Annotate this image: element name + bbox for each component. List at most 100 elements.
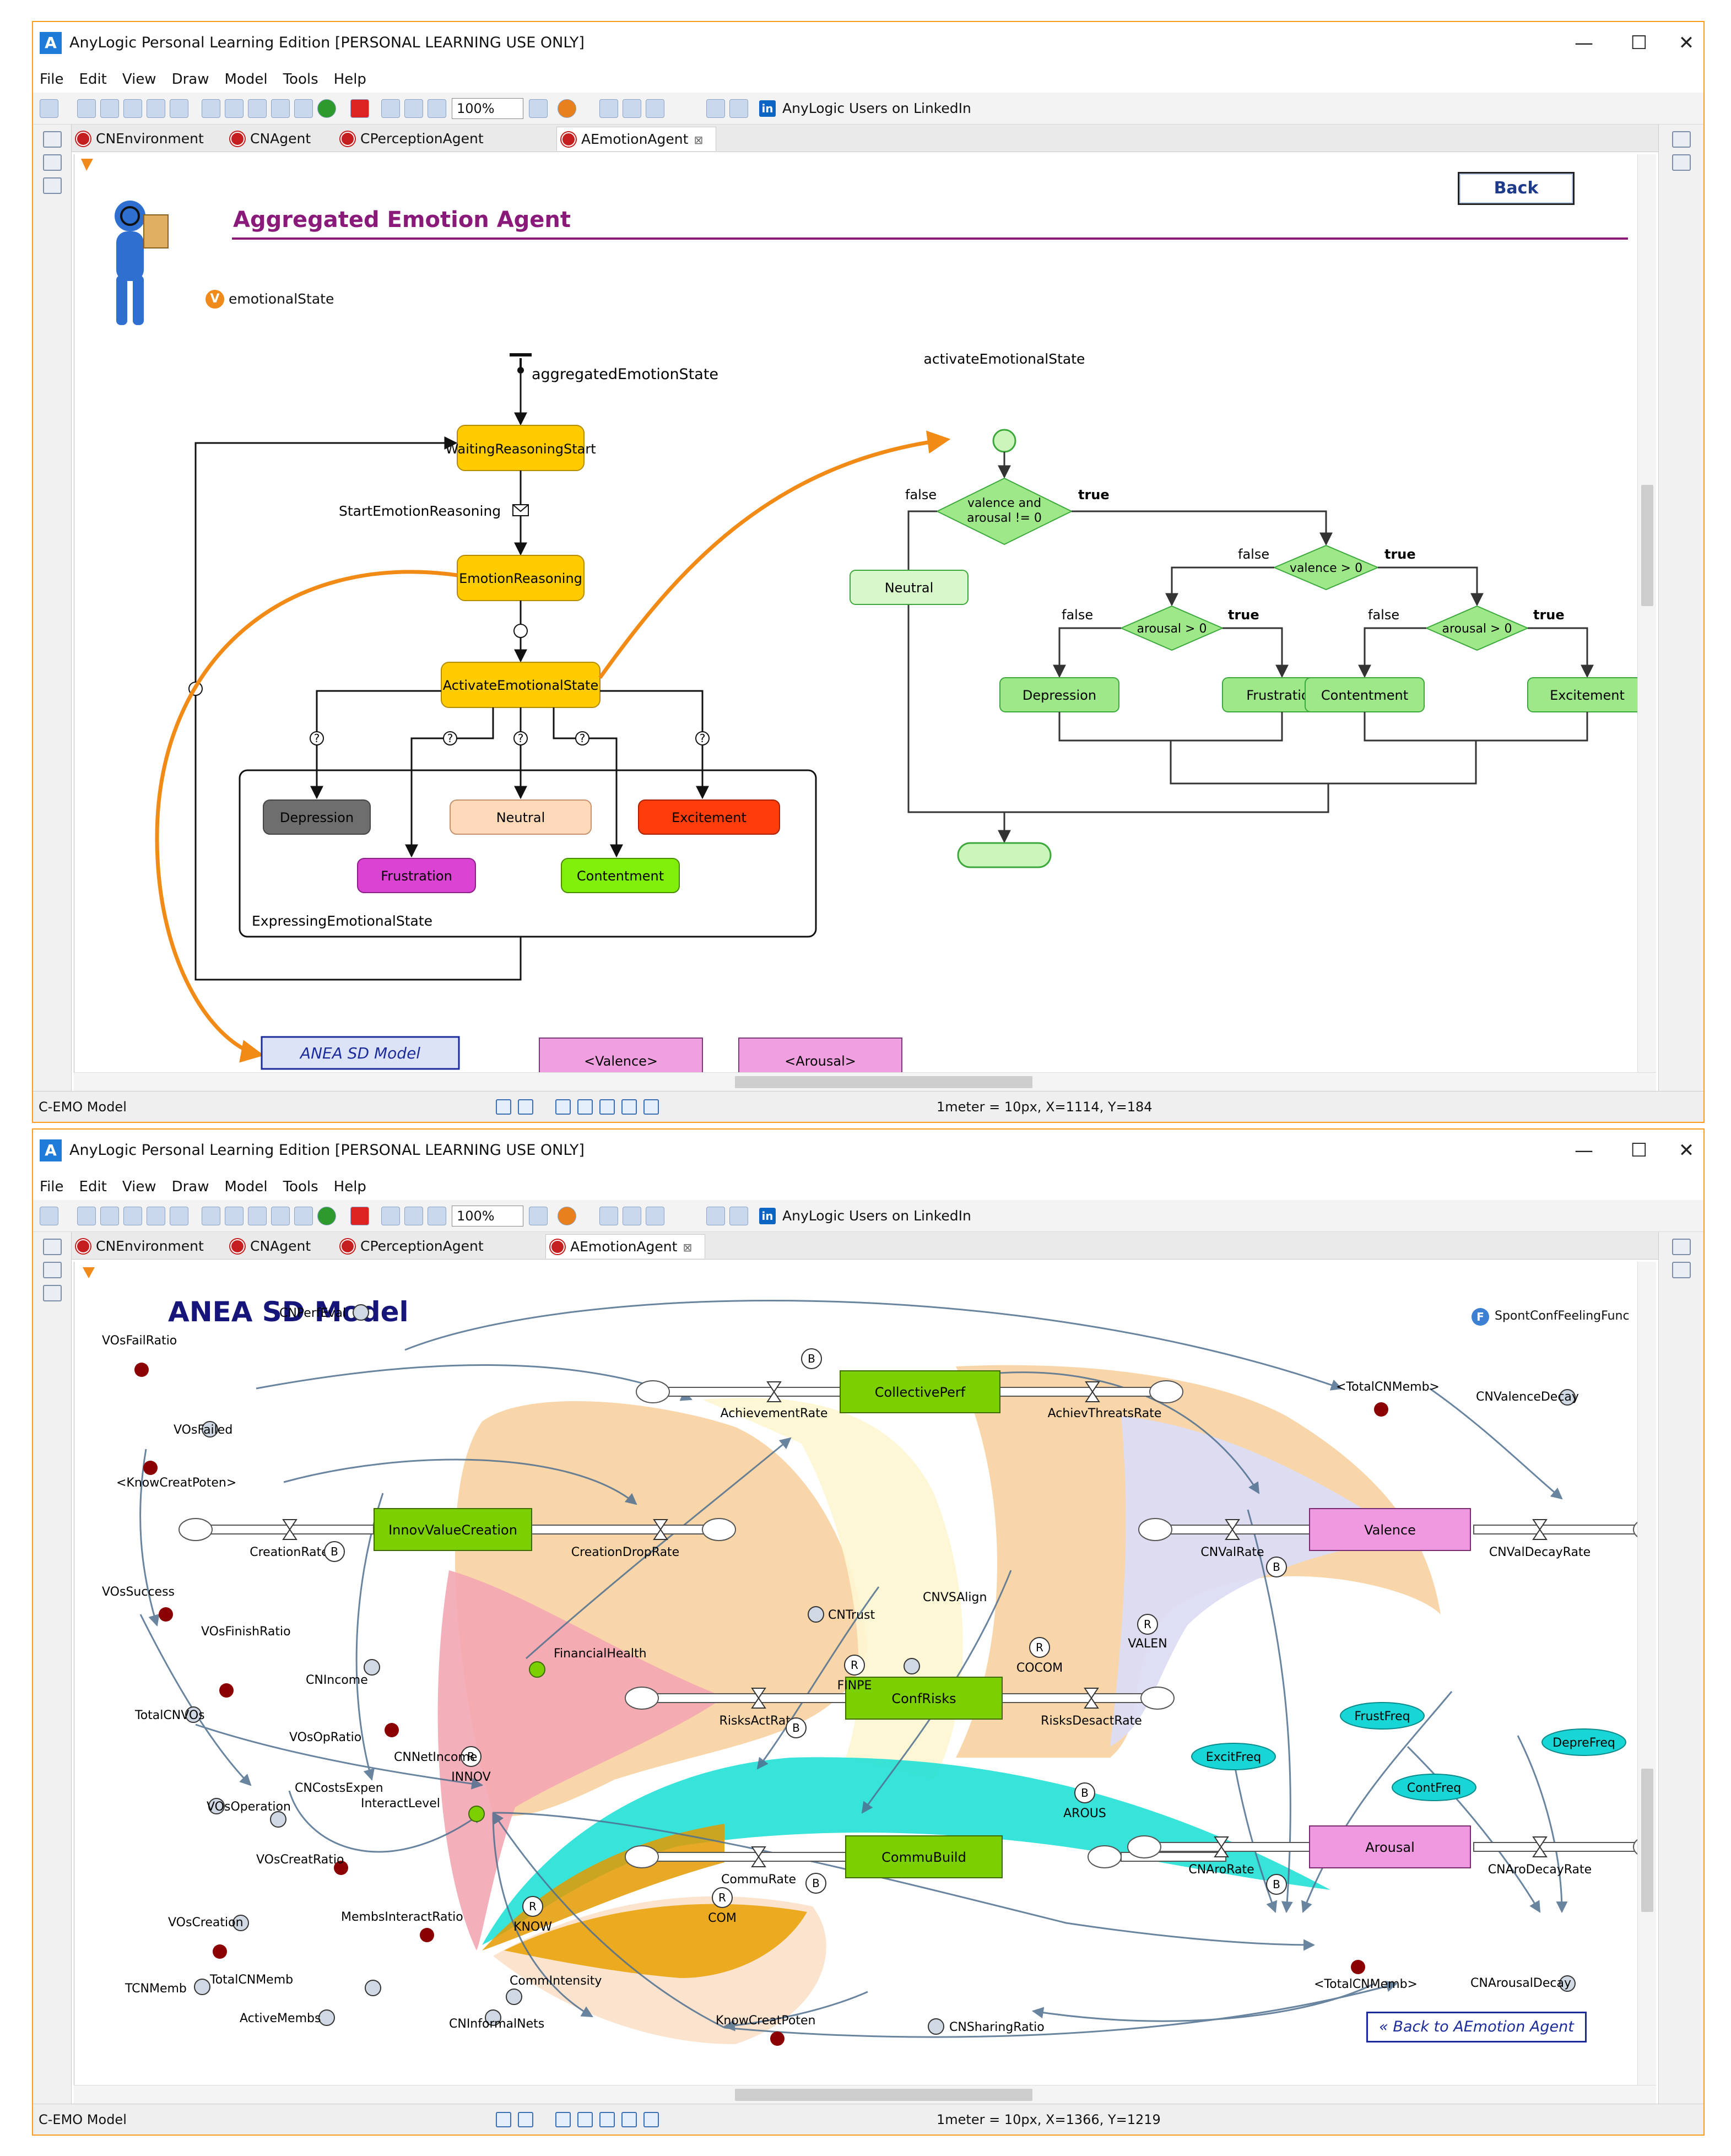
zoom-select[interactable]: 100% [452, 1206, 523, 1226]
undo-icon[interactable] [170, 99, 188, 118]
zoom-icon[interactable] [529, 99, 548, 118]
status-fill-icon[interactable] [577, 1099, 593, 1115]
minimize-button[interactable]: — [1575, 1139, 1593, 1161]
tab-aemotionagent[interactable]: AEmotionAgent⊠ [545, 1234, 705, 1258]
layers-icon[interactable] [646, 99, 664, 118]
zoom-select[interactable]: 100% [452, 98, 523, 119]
save-icon[interactable] [100, 99, 119, 118]
close-button[interactable]: ✕ [1678, 32, 1695, 54]
stock-valence[interactable] [1309, 1508, 1471, 1551]
build-icon[interactable] [147, 1207, 165, 1225]
menu-file[interactable]: File [40, 1179, 64, 1195]
paste-icon[interactable] [248, 1207, 267, 1225]
status-console-icon[interactable] [496, 1099, 511, 1115]
tab-cnagent[interactable]: CNAgent [226, 1234, 336, 1258]
arousal-reference[interactable] [738, 1038, 902, 1072]
tab-close-icon[interactable]: ⊠ [694, 133, 704, 147]
decision-valence-arousal[interactable] [935, 477, 1073, 545]
restore-icon[interactable] [43, 131, 62, 148]
horizontal-scrollbar[interactable] [74, 2085, 1656, 2104]
projects-icon[interactable] [43, 1262, 62, 1278]
restore-icon[interactable] [1672, 131, 1691, 148]
vertical-scrollbar[interactable] [1637, 154, 1656, 1072]
palette-icon[interactable] [558, 1207, 576, 1225]
library-icon[interactable] [729, 1207, 748, 1225]
state-contentment[interactable] [561, 858, 680, 893]
status-select-icon[interactable] [555, 2112, 571, 2127]
linkedin-link[interactable]: AnyLogic Users on LinkedIn [782, 1208, 971, 1224]
layers-icon[interactable] [646, 1207, 664, 1225]
snap-icon[interactable] [623, 99, 641, 118]
zoom-icon[interactable] [529, 1207, 548, 1225]
menu-help[interactable]: Help [333, 1179, 366, 1195]
copy-icon[interactable] [225, 1207, 244, 1225]
menu-tools[interactable]: Tools [283, 1179, 318, 1195]
back-to-aemotion-agent-link[interactable]: « Back to AEmotion Agent [1366, 2012, 1587, 2042]
maximize-button[interactable]: ☐ [1630, 32, 1648, 54]
vertical-scroll-thumb[interactable] [1641, 485, 1653, 606]
menu-file[interactable]: File [40, 71, 64, 88]
linkedin-link[interactable]: AnyLogic Users on LinkedIn [782, 100, 971, 116]
decision-valence[interactable] [1273, 544, 1380, 591]
menu-model[interactable]: Model [224, 71, 268, 88]
library-icon[interactable] [729, 99, 748, 118]
decision-arousal-left[interactable] [1119, 605, 1224, 651]
menu-draw[interactable]: Draw [171, 71, 209, 88]
menu-model[interactable]: Model [224, 1179, 268, 1195]
delete-icon[interactable] [271, 1207, 290, 1225]
tab-cnagent[interactable]: CNAgent [226, 127, 336, 151]
properties-icon[interactable] [1672, 1262, 1691, 1278]
build-icon[interactable] [147, 99, 165, 118]
wizard-icon[interactable] [706, 99, 725, 118]
maximize-button[interactable]: ☐ [1630, 1139, 1648, 1161]
status-problems-icon[interactable] [518, 1099, 533, 1115]
variable-emotional-state[interactable]: emotionalState [229, 291, 334, 307]
linkedin-icon[interactable]: in [759, 1208, 776, 1224]
status-measure-icon[interactable] [643, 2112, 659, 2127]
function-spont-conf-feeling[interactable]: SpontConfFeelingFunc [1495, 1309, 1630, 1323]
status-move-icon[interactable] [621, 2112, 637, 2127]
zoom-fit-icon[interactable] [404, 1207, 423, 1225]
menu-draw[interactable]: Draw [171, 1179, 209, 1195]
valence-reference[interactable] [539, 1038, 703, 1072]
open-icon[interactable] [77, 1207, 96, 1225]
tab-cnenvironment[interactable]: CNEnvironment [72, 127, 204, 151]
save-all-icon[interactable] [123, 1207, 142, 1225]
cut-icon[interactable] [202, 99, 220, 118]
status-fill-icon[interactable] [577, 2112, 593, 2127]
stock-conf-risks[interactable] [845, 1677, 1003, 1720]
status-move-icon[interactable] [621, 1099, 637, 1115]
decision-arousal-right[interactable] [1425, 605, 1529, 651]
state-neutral[interactable] [450, 799, 592, 835]
linkedin-icon[interactable]: in [759, 100, 776, 117]
zoom-back-icon[interactable] [428, 1207, 446, 1225]
open-icon[interactable] [77, 99, 96, 118]
status-measure-icon[interactable] [643, 1099, 659, 1115]
tab-cnenvironment[interactable]: CNEnvironment [72, 1234, 204, 1258]
stop-icon[interactable] [350, 1207, 369, 1225]
properties-icon[interactable] [1672, 154, 1691, 171]
back-button[interactable]: Back [1458, 172, 1575, 205]
horizontal-scroll-thumb[interactable] [735, 2089, 1032, 2101]
stock-commu-build[interactable] [845, 1835, 1003, 1878]
vertical-scrollbar[interactable] [1637, 1262, 1656, 2085]
status-connect-icon[interactable] [599, 1099, 615, 1115]
horizontal-scrollbar[interactable] [74, 1072, 1656, 1091]
outcome-neutral[interactable] [850, 570, 969, 605]
wizard-icon[interactable] [706, 1207, 725, 1225]
menu-view[interactable]: View [122, 71, 156, 88]
pencil-icon[interactable] [381, 1207, 400, 1225]
tab-cperceptionagent[interactable]: CPerceptionAgent [336, 127, 501, 151]
save-icon[interactable] [100, 1207, 119, 1225]
composite-state-expressing[interactable] [239, 769, 817, 938]
stock-innov-value-creation[interactable] [374, 1508, 532, 1551]
zoom-back-icon[interactable] [428, 99, 446, 118]
stop-icon[interactable] [350, 99, 369, 118]
run-icon[interactable] [317, 1207, 336, 1225]
tab-cperceptionagent[interactable]: CPerceptionAgent [336, 1234, 501, 1258]
status-console-icon[interactable] [496, 2112, 511, 2127]
undo-icon[interactable] [170, 1207, 188, 1225]
vertical-scroll-thumb[interactable] [1641, 1769, 1653, 1912]
run-icon[interactable] [317, 99, 336, 118]
tab-aemotionagent[interactable]: AEmotionAgent⊠ [556, 127, 716, 151]
